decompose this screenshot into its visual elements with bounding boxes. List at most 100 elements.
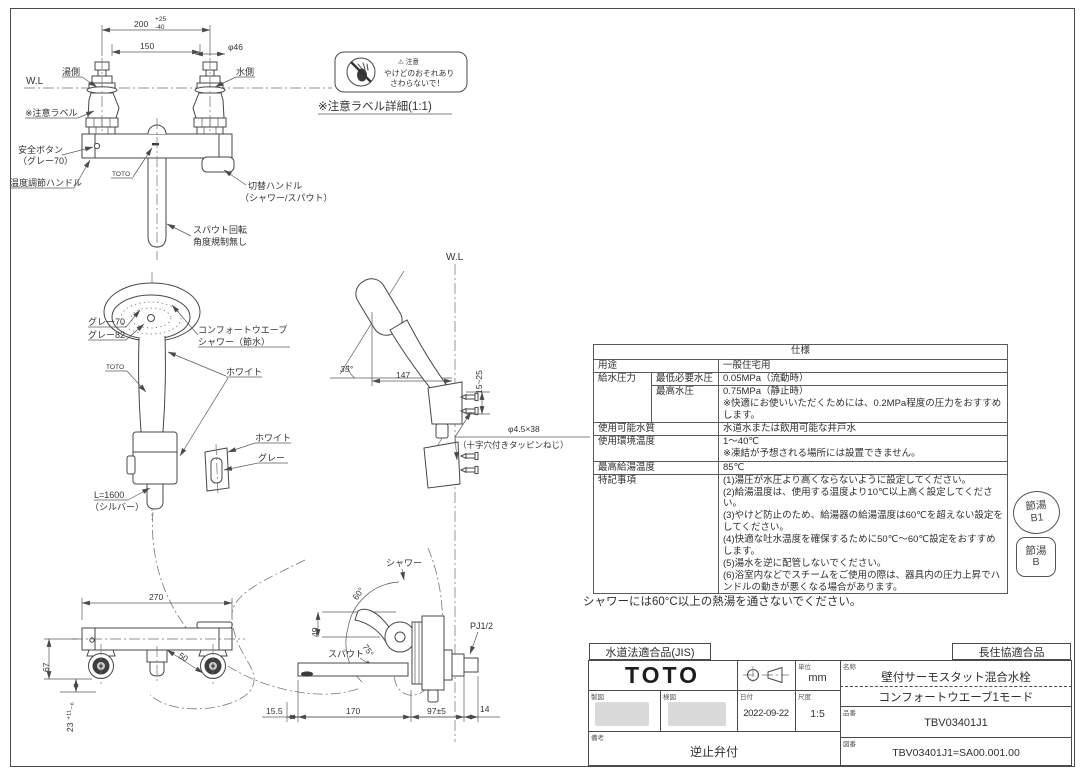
screw-spec-label2: （十字穴付きタッピンねじ） bbox=[458, 440, 569, 450]
min-pressure-label: 最低必要水圧 bbox=[651, 372, 719, 386]
unit-value: mm bbox=[808, 672, 827, 684]
date-cell: 日付 2022-09-22 bbox=[737, 690, 795, 731]
unit-cell: 単位 mm bbox=[795, 660, 840, 690]
dim-14: 14 bbox=[480, 704, 490, 714]
upper-hanger-shape bbox=[427, 381, 463, 425]
ambient-label: 使用環境温度 bbox=[593, 434, 719, 462]
dim-97: 97±5 bbox=[427, 706, 446, 716]
shower-toto-label: TOTO bbox=[106, 364, 124, 371]
spec-table: 仕様 用途 一般住宅用 給水圧力 最低必要水圧 0.05MPa（流動時） 最高水… bbox=[592, 344, 1009, 595]
dim-23: 23 ⁺¹¹₋₆ bbox=[65, 702, 75, 732]
scale-label: 尺度 bbox=[798, 694, 811, 701]
hose-length-label2: （シルバー） bbox=[90, 502, 144, 512]
b-stamp-text1: 節湯 bbox=[1025, 544, 1047, 557]
holder-white-label: ホワイト bbox=[255, 433, 291, 443]
dim-50: 50 bbox=[177, 650, 191, 664]
drawing-number-label: 図番 bbox=[843, 741, 856, 748]
max-temp-label: 最高給湯温度 bbox=[593, 460, 719, 475]
drawing-number-value: TBV03401J1=SA00.001.00 bbox=[892, 747, 1020, 759]
quality-value: 水道水または飲用可能な井戸水 bbox=[717, 421, 1009, 436]
pipe-nipple bbox=[463, 657, 479, 673]
angle-60-label: 60° bbox=[350, 586, 366, 602]
notes-cell: (1)湯圧が水圧より高くならないように設定してください。 (2)給湯温度は、使用… bbox=[717, 473, 1009, 595]
dim-15-5: 15.5 bbox=[266, 706, 283, 716]
spout-rotation-label2: 角度規制無し bbox=[193, 236, 247, 247]
installed-side-view: シャワー 60° 75° 49 スパウト bbox=[262, 558, 500, 722]
white-label: ホワイト bbox=[226, 367, 262, 377]
max-pressure-value: 0.75MPa（静止時） bbox=[723, 386, 809, 397]
note-3: (3)やけど防止のため、給湯器の給湯温度は60℃を超えない設定をしてください。 bbox=[723, 510, 1003, 534]
caution-label-detail: ⚠ 注意 やけどのおそれあり さわらないで！ ※注意ラベル詳細(1:1) bbox=[318, 51, 468, 115]
gray82-label: グレー82 bbox=[88, 329, 125, 340]
remarks-cell: 備考 逆止弁付 bbox=[588, 731, 840, 766]
water-saving-b-stamp: 節湯 B bbox=[1016, 537, 1056, 577]
checked-label: 検図 bbox=[663, 694, 676, 701]
caution-detail-caption: ※注意ラベル詳細(1:1) bbox=[318, 99, 432, 113]
comfort-wave-label2: シャワー（節水） bbox=[198, 336, 270, 347]
dim-150: 150 bbox=[140, 41, 154, 51]
max-temp-value: 85℃ bbox=[717, 460, 1009, 475]
slide-bracket-shape bbox=[132, 431, 178, 485]
product-name-line1: 壁付サーモスタット混合水栓 bbox=[881, 672, 1031, 684]
date-label: 日付 bbox=[740, 694, 753, 701]
dim-270: 270 bbox=[149, 592, 163, 602]
scale-cell: 尺度 1:5 bbox=[795, 690, 840, 731]
max-pressure-note: ※快適にお使いいただくためには、0.2MPa程度の圧力をおすすめします。 bbox=[723, 397, 1002, 421]
dim-phi46: φ46 bbox=[228, 42, 243, 52]
lever-shape bbox=[354, 608, 390, 644]
title-block: 水道法適合品(JIS) 長住協適合品 TOTO 単位 mm bbox=[588, 643, 1072, 766]
max-pressure-cell: 0.75MPa（静止時） ※快適にお使いいただくためには、0.2MPa程度の圧力… bbox=[717, 385, 1009, 423]
remarks-value: 逆止弁付 bbox=[689, 745, 738, 759]
hand-shower-handle-shape bbox=[389, 319, 447, 394]
hot-side-label: 湯側 bbox=[62, 66, 80, 77]
safety-button-label1: 安全ボタン bbox=[18, 144, 63, 155]
drafted-label: 製図 bbox=[591, 694, 604, 701]
caution-line1: やけどのおそれあり bbox=[384, 69, 454, 78]
faucet-front-view: W.L 200 +25 -40 bbox=[10, 16, 333, 260]
switch-handle-label1: 切替ハンドル bbox=[248, 180, 302, 191]
ambient-note: ※凍結が予想される場所には設置できません。 bbox=[723, 447, 921, 459]
caution-line2: さわらないで！ bbox=[390, 79, 444, 88]
name-label: 名称 bbox=[843, 664, 856, 671]
shower-handle-shape bbox=[138, 335, 166, 433]
drafted-cell: 製図 bbox=[588, 690, 660, 731]
no-touch-icon bbox=[346, 57, 376, 87]
thread-size-label: PJ1/2 bbox=[470, 621, 493, 631]
comfort-wave-label1: コンフォートウエーブ bbox=[198, 324, 287, 335]
name-cell: 名称 壁付サーモスタット混合水栓 コンフォートウエーブ1モード bbox=[840, 660, 1072, 706]
dim-15-25: 15~25 bbox=[474, 370, 484, 394]
switch-handle-shape bbox=[201, 156, 235, 173]
drafted-signature-redacted bbox=[595, 702, 649, 726]
usage-value: 一般住宅用 bbox=[717, 359, 1009, 373]
screw-spec-label1: φ4.5×38 bbox=[508, 424, 540, 434]
part-number-value: TBV03401J1 bbox=[924, 717, 988, 729]
toto-logo: TOTO bbox=[624, 661, 701, 688]
max-pressure-label: 最高水圧 bbox=[651, 385, 719, 423]
switch-handle-label2: （シャワー/スパウト） bbox=[240, 193, 333, 203]
dim-200-tol-minus: -40 bbox=[155, 24, 165, 31]
wl-label-top: W.L bbox=[26, 76, 44, 87]
projection-symbol-cell bbox=[737, 660, 795, 690]
drawing-number-cell: 図番 TBV03401J1=SA00.001.00 bbox=[840, 737, 1072, 766]
remarks-label: 備考 bbox=[591, 735, 604, 742]
wl-label-mid: W.L bbox=[446, 252, 464, 263]
part-number-cell: 品番 TBV03401J1 bbox=[840, 706, 1072, 737]
unit-label: 単位 bbox=[798, 664, 811, 671]
dim-200: 200 bbox=[134, 19, 148, 29]
dim-170: 170 bbox=[346, 706, 360, 716]
note-1: (1)湯圧が水圧より高くならないように設定してください。 bbox=[723, 474, 972, 486]
logo-mark bbox=[152, 143, 159, 146]
note-2: (2)給湯温度は、使用する温度より10℃以上高く設定してください。 bbox=[723, 486, 993, 510]
note-5: (5)湯水を逆に配管しないでください。 bbox=[723, 557, 887, 569]
min-pressure-value: 0.05MPa（流動時） bbox=[717, 372, 1009, 386]
hose-nut-shape bbox=[146, 483, 164, 510]
spout-pos-label: スパウト bbox=[328, 649, 364, 659]
ambient-cell: 1～40℃ ※凍結が予想される場所には設置できません。 bbox=[717, 434, 1009, 462]
dim-49: 49 bbox=[310, 627, 320, 637]
gray70-label: グレー70 bbox=[88, 316, 125, 327]
hose-phantom-front bbox=[149, 559, 306, 710]
pressure-label: 給水圧力 bbox=[593, 372, 652, 423]
hose-phantom-curve bbox=[152, 511, 361, 695]
installed-front-view: 270 67 23 ⁺¹¹₋₆ 50 bbox=[41, 559, 306, 732]
caution-label: ※注意ラベル bbox=[25, 107, 78, 118]
